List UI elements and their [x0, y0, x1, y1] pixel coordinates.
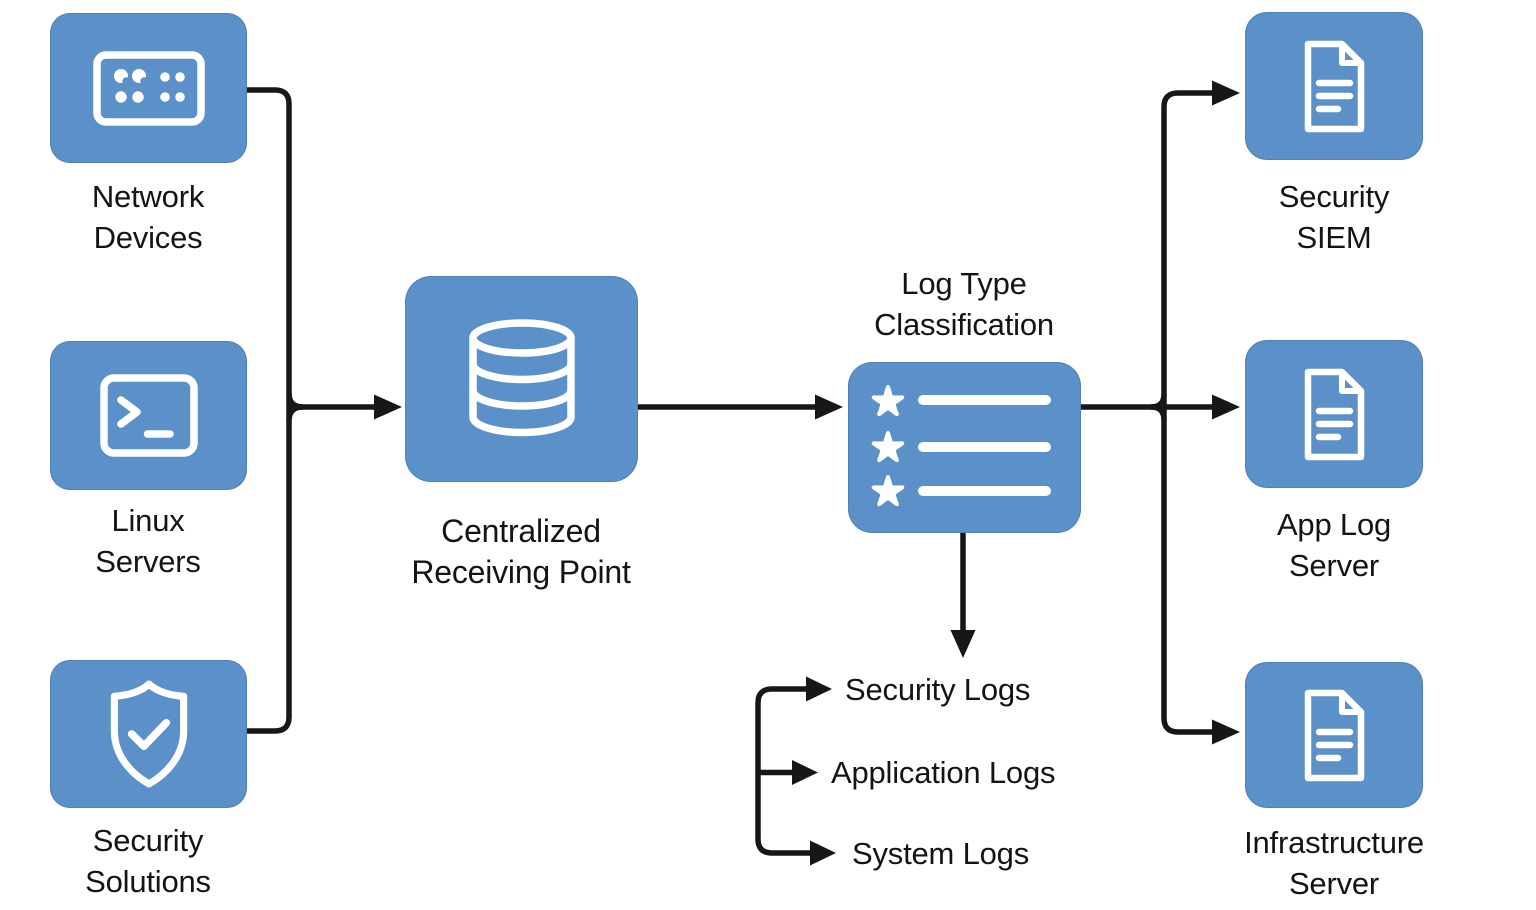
security-solutions-node	[50, 660, 247, 808]
linux-servers-node	[50, 341, 247, 490]
infrastructure-server-label: Infrastructure Server	[1244, 825, 1424, 901]
arrowhead-into-classification	[815, 394, 843, 420]
log-type-security-logs: Security Logs	[845, 672, 1031, 707]
network-devices-node	[50, 13, 247, 163]
star-icon	[871, 431, 905, 463]
network-ports-icon	[92, 50, 205, 126]
infrastructure-server-node	[1245, 662, 1423, 808]
log-type-system-logs: System Logs	[852, 836, 1029, 871]
arrowhead-security-logs	[806, 676, 832, 702]
arrowhead-into-app-log-server	[1212, 394, 1240, 420]
arrowhead-application-logs	[792, 760, 818, 785]
arrowhead-into-central	[374, 394, 402, 420]
star-icon	[871, 385, 905, 417]
log-type-classification-node	[848, 362, 1081, 533]
log-type-application-logs: Application Logs	[831, 755, 1056, 790]
starred-list-icon	[871, 385, 1051, 507]
security-siem-node	[1245, 12, 1423, 160]
connector-destinations-trunk	[1161, 90, 1212, 735]
security-siem-label: Security SIEM	[1278, 179, 1390, 255]
centralized-receiving-point-label: Centralized Receiving Point	[411, 513, 631, 590]
document-icon	[1304, 368, 1364, 460]
centralized-receiving-point-node	[405, 276, 638, 482]
app-log-server-label: App Log Server	[1276, 507, 1392, 583]
shield-check-icon	[110, 680, 187, 788]
arrowhead-down-log-types	[950, 630, 976, 658]
arrowhead-into-infrastructure-server	[1212, 719, 1240, 745]
database-icon	[468, 319, 575, 437]
network-devices-label: Network Devices	[91, 179, 205, 255]
app-log-server-node	[1245, 340, 1423, 488]
star-icon	[871, 475, 905, 507]
arrowhead-into-security-siem	[1212, 80, 1240, 106]
terminal-icon	[99, 374, 198, 457]
document-icon	[1304, 689, 1364, 781]
linux-servers-label: Linux Servers	[95, 503, 201, 579]
document-icon	[1304, 40, 1364, 132]
log-type-classification-title: Log Type Classification	[874, 266, 1054, 342]
arrowhead-system-logs	[810, 840, 836, 866]
security-solutions-label: Security Solutions	[85, 823, 211, 899]
